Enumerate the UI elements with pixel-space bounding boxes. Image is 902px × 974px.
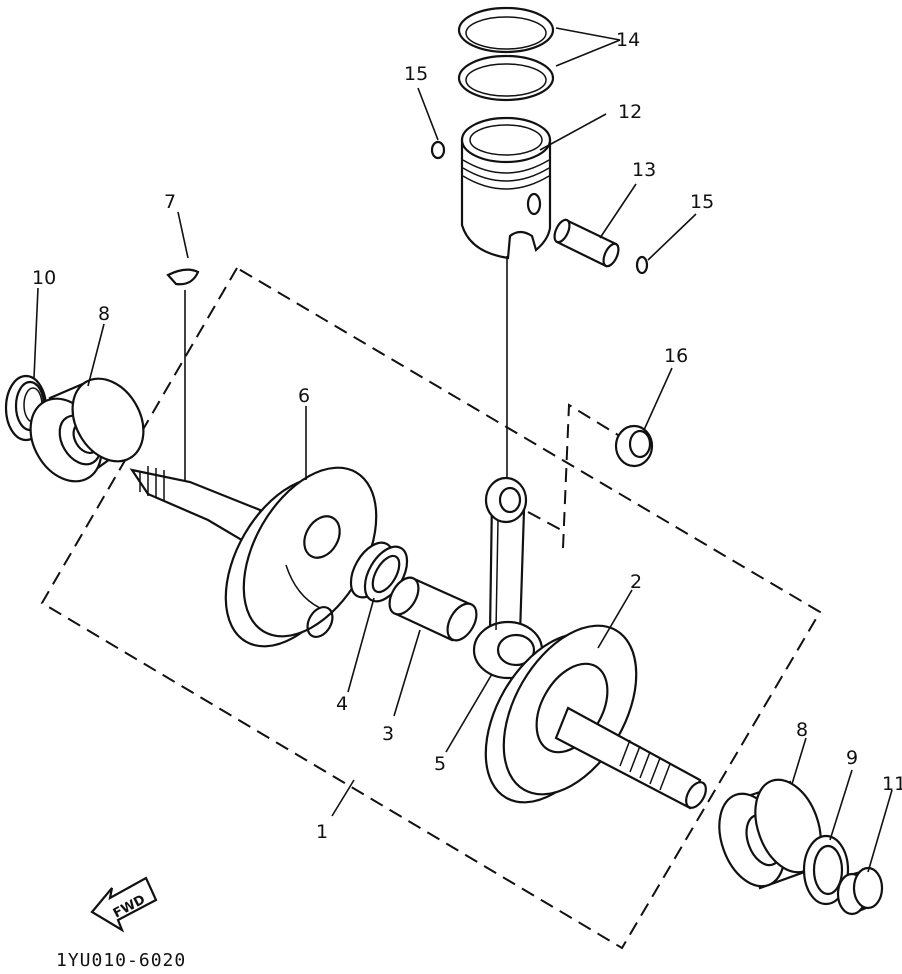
small-end-bearing — [614, 424, 654, 468]
callout-11: 11 — [882, 773, 902, 795]
crank-pin — [388, 576, 478, 642]
callout-13: 13 — [632, 159, 656, 181]
crank-half-right — [484, 624, 707, 810]
callout-8-left: 8 — [98, 303, 110, 325]
callout-15-right: 15 — [690, 191, 714, 213]
callout-12: 12 — [618, 101, 642, 123]
forward-arrow-icon: FWD — [90, 876, 158, 933]
callout-16: 16 — [664, 345, 688, 367]
callout-7: 7 — [164, 191, 176, 213]
bearing-right — [718, 778, 822, 890]
woodruff-key — [166, 268, 200, 286]
callout-15-left: 15 — [404, 63, 428, 85]
callout-1: 1 — [316, 821, 328, 843]
crankshaft-assembly-boundary — [40, 266, 822, 950]
piston-ring-set — [457, 6, 555, 102]
circlip-right — [635, 255, 649, 275]
drawing-code: 1YU010-6020 — [56, 950, 186, 971]
callout-6: 6 — [298, 385, 310, 407]
callout-4: 4 — [336, 693, 348, 715]
piston — [460, 116, 552, 260]
leader-lines — [33, 27, 893, 873]
bearing-left — [29, 377, 145, 483]
callout-10: 10 — [32, 267, 56, 289]
connecting-rod — [472, 476, 544, 680]
washer-right — [802, 834, 850, 906]
callout-2: 2 — [630, 571, 642, 593]
callout-8-right: 8 — [796, 719, 808, 741]
callout-3: 3 — [382, 723, 394, 745]
callout-14: 14 — [616, 29, 640, 51]
bearing-16-guide — [562, 403, 619, 549]
callout-9: 9 — [846, 747, 858, 769]
callout-5: 5 — [434, 753, 446, 775]
oil-seal-right — [836, 866, 884, 916]
circlip-left — [430, 140, 446, 160]
piston-pin — [553, 218, 620, 268]
callout-labels: 1 2 3 4 5 6 7 8 8 9 10 11 12 13 14 15 15… — [32, 29, 902, 843]
